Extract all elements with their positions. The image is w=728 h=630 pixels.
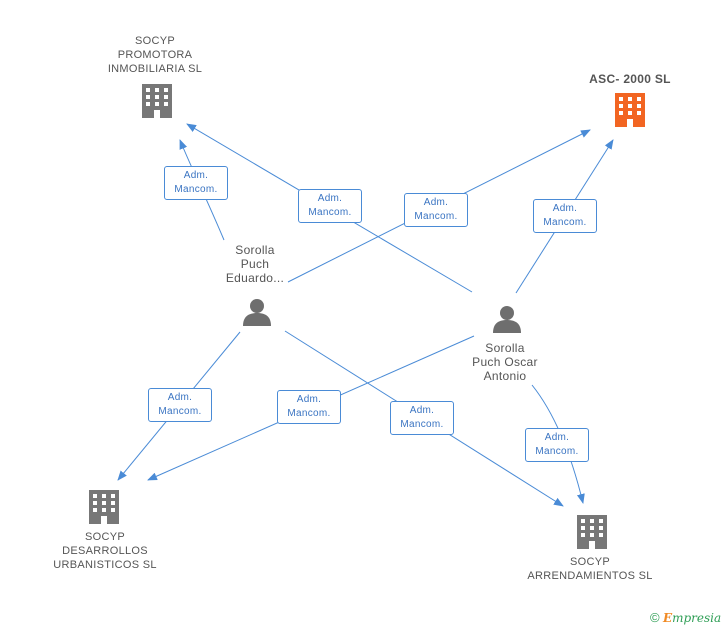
label-line: SOCYP bbox=[84, 531, 125, 543]
relation-type: Mancom. bbox=[535, 446, 579, 457]
label-line: Sorolla bbox=[235, 243, 275, 257]
relation-label[interactable]: Adm. Mancom. bbox=[533, 199, 597, 233]
relation-role: Adm. bbox=[409, 405, 435, 416]
label-line: URBANISTICOS SL bbox=[53, 559, 157, 571]
label-line: INMOBILIARIA SL bbox=[107, 63, 203, 75]
company-label-asc2000[interactable]: ASC- 2000 SL bbox=[575, 72, 685, 86]
relation-role: Adm. bbox=[423, 197, 449, 208]
person-label-oscar[interactable]: Sorolla Puch Oscar Antonio bbox=[455, 341, 555, 383]
relation-label[interactable]: Adm. Mancom. bbox=[404, 193, 468, 227]
label-line: Sorolla bbox=[485, 341, 525, 355]
relation-role: Adm. bbox=[317, 193, 343, 204]
relation-label[interactable]: Adm. Mancom. bbox=[390, 401, 454, 435]
person-icon[interactable] bbox=[243, 299, 271, 326]
person-icon[interactable] bbox=[493, 306, 521, 333]
company-label-promotora[interactable]: SOCYP PROMOTORA INMOBILIARIA SL bbox=[100, 34, 210, 76]
building-icon[interactable] bbox=[89, 490, 119, 524]
building-icon[interactable] bbox=[142, 84, 172, 118]
relation-type: Mancom. bbox=[308, 207, 352, 218]
relation-role: Adm. bbox=[544, 432, 570, 443]
label-line: ASC- 2000 SL bbox=[589, 72, 671, 86]
building-icon[interactable] bbox=[615, 93, 645, 127]
relation-type: Mancom. bbox=[414, 211, 458, 222]
relation-type: Mancom. bbox=[400, 419, 444, 430]
label-line: SOCYP bbox=[134, 35, 175, 47]
copyright-symbol: © bbox=[650, 610, 660, 625]
relation-type: Mancom. bbox=[158, 406, 202, 417]
relation-role: Adm. bbox=[552, 203, 578, 214]
brand-logo[interactable]: © Empresia bbox=[650, 610, 721, 625]
relation-label[interactable]: Adm. Mancom. bbox=[298, 189, 362, 223]
company-label-desarrollos[interactable]: SOCYP DESARROLLOS URBANISTICOS SL bbox=[45, 530, 165, 572]
relation-role: Adm. bbox=[183, 170, 209, 181]
label-line: ARRENDAMIENTOS SL bbox=[527, 570, 653, 582]
relation-label[interactable]: Adm. Mancom. bbox=[525, 428, 589, 462]
building-icon[interactable] bbox=[577, 515, 607, 549]
relation-label[interactable]: Adm. Mancom. bbox=[164, 166, 228, 200]
label-line: Puch bbox=[240, 257, 270, 271]
relation-label[interactable]: Adm. Mancom. bbox=[148, 388, 212, 422]
label-line: PROMOTORA bbox=[117, 49, 193, 61]
relation-role: Adm. bbox=[296, 394, 322, 405]
relation-type: Mancom. bbox=[174, 184, 218, 195]
company-label-arrendamientos[interactable]: SOCYP ARRENDAMIENTOS SL bbox=[525, 555, 655, 583]
label-line: SOCYP bbox=[569, 556, 610, 568]
brand-name: mpresia bbox=[672, 611, 722, 625]
relation-role: Adm. bbox=[167, 392, 193, 403]
relation-type: Mancom. bbox=[287, 408, 331, 419]
brand-initial: E bbox=[662, 611, 673, 625]
relation-type: Mancom. bbox=[543, 217, 587, 228]
label-line: Puch Oscar bbox=[472, 355, 538, 369]
relation-label[interactable]: Adm. Mancom. bbox=[277, 390, 341, 424]
label-line: Eduardo... bbox=[225, 271, 285, 285]
label-line: Antonio bbox=[483, 369, 527, 383]
label-line: DESARROLLOS bbox=[62, 545, 148, 557]
person-label-eduardo[interactable]: Sorolla Puch Eduardo... bbox=[205, 243, 305, 285]
